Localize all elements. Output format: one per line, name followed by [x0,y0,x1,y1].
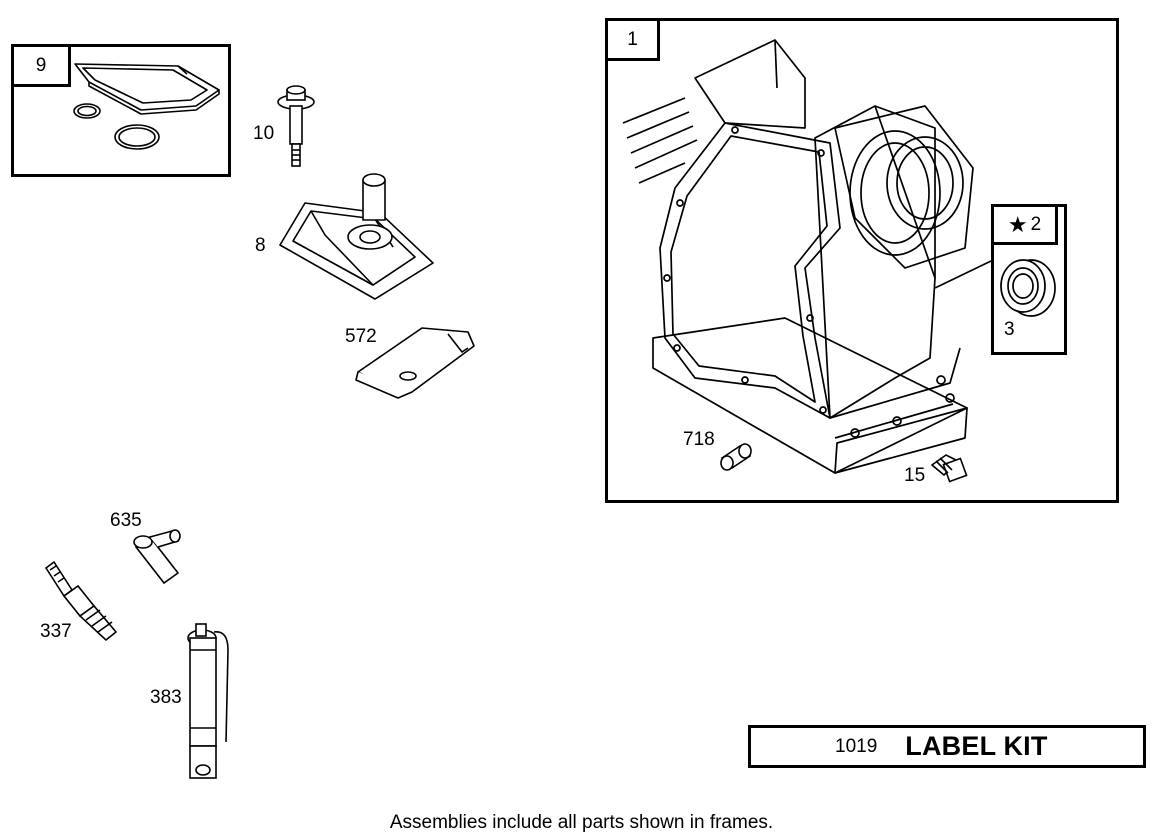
label-kit-box[interactable]: 1019 LABEL KIT [748,725,1146,768]
bearing-drawing[interactable] [995,250,1063,320]
footer-note: Assemblies include all parts shown in fr… [389,812,774,833]
callout-635: 635 [110,510,142,531]
frame-tag-9: 9 [14,47,71,87]
callout-3: 3 [1004,319,1015,340]
frame-tag-2: ★ 2 [994,207,1058,245]
crankcase-drawing[interactable] [605,18,1119,503]
spark-plug-wrench-drawing[interactable] [184,620,234,782]
label-kit-number: 1019 [835,735,878,757]
callout-8: 8 [255,235,266,256]
bolt-drawing[interactable] [270,82,330,172]
label-kit-name: LABEL KIT [905,731,1048,761]
callout-10: 10 [253,123,275,144]
frame-tag-label: 9 [35,54,47,76]
frame-tag-1: 1 [608,21,660,61]
callout-15: 15 [904,465,926,486]
spark-plug-drawing[interactable] [42,560,122,645]
clip-drawing[interactable] [350,320,480,400]
callout-572: 572 [345,326,377,347]
drain-plug-drawing[interactable] [928,451,970,485]
spark-plug-boot-drawing[interactable] [128,525,188,585]
dowel-pin-drawing[interactable] [716,440,756,474]
frame-tag-label: 1 [627,28,638,50]
frame-tag-label: 2 [1030,213,1042,235]
gasket-set-drawing[interactable] [11,44,231,177]
star-icon: ★ [1007,211,1028,237]
callout-337: 337 [40,621,72,642]
breather-cover-drawing[interactable] [275,165,440,305]
callout-718: 718 [683,429,715,450]
callout-383: 383 [150,687,182,708]
